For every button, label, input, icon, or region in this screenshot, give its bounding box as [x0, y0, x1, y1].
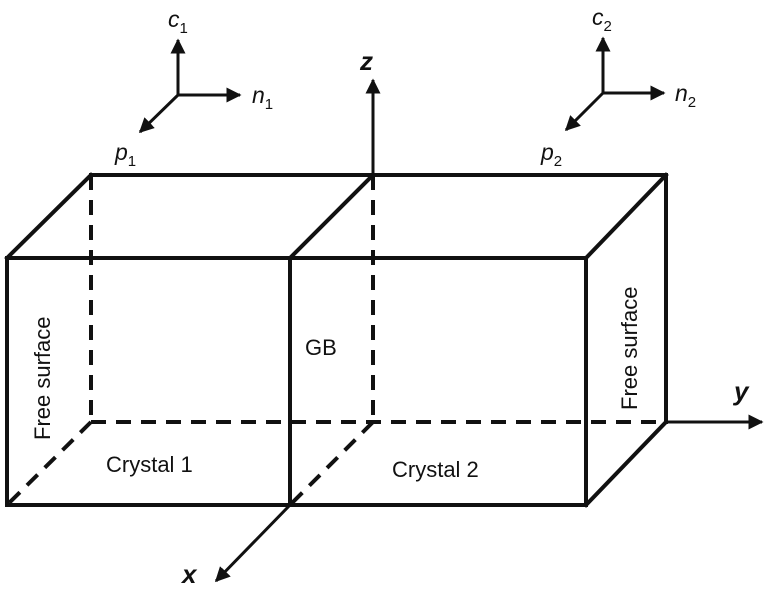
- top-gb-depth-edge: [287, 172, 376, 261]
- hidden-edges: [5, 175, 666, 507]
- free-surface-right-label: Free surface: [617, 287, 642, 411]
- top-left-depth-edge: [4, 172, 94, 261]
- x-axis-arrow: [214, 503, 292, 583]
- c2-label: c2: [592, 4, 612, 35]
- crystal-1-label: Crystal 1: [106, 452, 193, 477]
- n2-label: n2: [675, 80, 696, 111]
- p1-arrow: [138, 93, 180, 134]
- n1-label: n1: [252, 82, 273, 113]
- crystal-2-label: Crystal 2: [392, 457, 479, 482]
- p2-arrow: [564, 91, 605, 132]
- global-axes: z y x: [180, 46, 764, 589]
- p1-label: p1: [114, 139, 136, 170]
- frame-crystal-1: c1 n1 p1: [114, 6, 273, 170]
- p2-label: p2: [540, 139, 562, 170]
- c1-label: c1: [168, 6, 188, 37]
- front-face: [5, 256, 588, 507]
- x-axis-label: x: [180, 559, 198, 589]
- hidden-edge-left-depth: [5, 420, 93, 507]
- free-surface-left-label: Free surface: [30, 317, 55, 441]
- frame-crystal-2: c2 n2 p2: [540, 4, 696, 170]
- top-right-depth-edge: [583, 172, 669, 261]
- y-axis-label: y: [732, 376, 750, 406]
- hidden-edge-gb-depth: [288, 420, 375, 507]
- grain-boundary-label: GB: [305, 335, 337, 360]
- bottom-right-depth-edge: [583, 419, 669, 508]
- visible-edges: [4, 172, 669, 508]
- region-labels: Crystal 1 Crystal 2 GB Free surface Free…: [30, 287, 642, 483]
- z-axis-label: z: [359, 46, 373, 76]
